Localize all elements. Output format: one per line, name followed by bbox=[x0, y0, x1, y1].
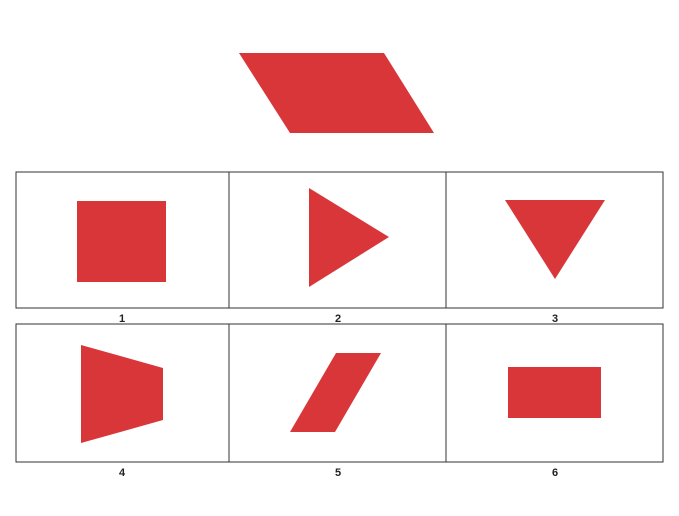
triangle-right-shape bbox=[309, 188, 389, 287]
option-box-3[interactable] bbox=[445, 171, 664, 309]
square-shape bbox=[77, 201, 166, 282]
trapezoid-shape bbox=[81, 345, 163, 443]
rectangle-shape bbox=[508, 367, 601, 418]
option-label-2: 2 bbox=[334, 313, 342, 325]
triangle-down-shape bbox=[505, 200, 605, 279]
parallelogram-shape bbox=[290, 353, 381, 432]
option-box-6[interactable] bbox=[445, 323, 664, 463]
option-label-5: 5 bbox=[334, 467, 342, 479]
option-label-6: 6 bbox=[551, 467, 559, 479]
question-parallelogram-shape bbox=[239, 53, 434, 133]
option-label-4: 4 bbox=[118, 467, 126, 479]
option-label-3: 3 bbox=[551, 313, 559, 325]
option-label-1: 1 bbox=[118, 313, 126, 325]
